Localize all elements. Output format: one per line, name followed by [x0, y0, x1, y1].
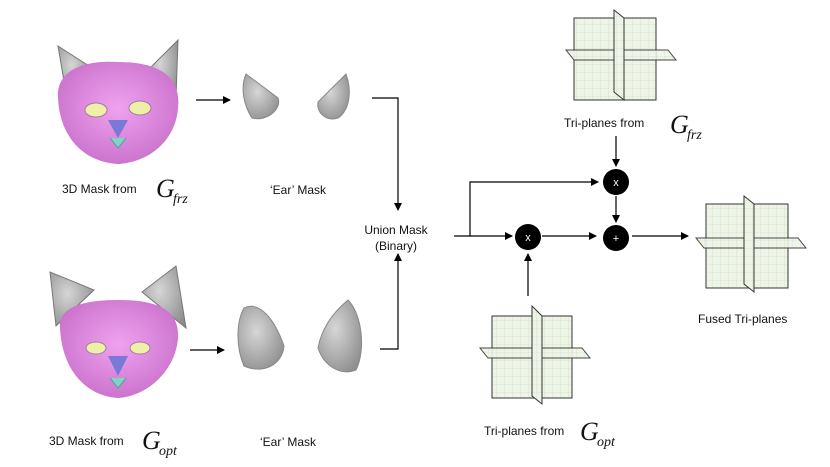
multiply-node-top-label: x	[613, 177, 619, 189]
triplanes-opt-sub: opt	[597, 435, 616, 450]
ear-mask-top-label: ‘Ear’ Mask	[270, 183, 327, 197]
triplanes-opt-label: Tri-planes from	[484, 424, 564, 438]
ear-mask-opt-icon	[237, 299, 362, 373]
multiply-node-bottom-label: x	[525, 232, 531, 244]
fused-triplanes-label: Fused Tri-planes	[698, 312, 787, 326]
connector-lines	[190, 96, 689, 354]
mask-frz-label: 3D Mask from	[62, 182, 137, 196]
ear-mask-bottom-label: ‘Ear’ Mask	[260, 435, 317, 449]
mask-opt-label: 3D Mask from	[49, 434, 124, 448]
triplanes-frz-icon	[564, 8, 678, 102]
add-node: +	[603, 225, 629, 251]
multiply-node-top: x	[603, 169, 629, 195]
triplanes-frz-sub: frz	[687, 128, 702, 143]
mask-opt-g: G	[142, 426, 161, 455]
mask-opt-sub: opt	[159, 444, 178, 459]
multiply-node-bottom: x	[515, 224, 541, 250]
cat-mask-frz-icon	[57, 38, 179, 165]
ear-mask-frz-icon	[242, 73, 350, 120]
triplanes-opt-icon	[478, 304, 592, 406]
mask-frz-sub: frz	[173, 192, 188, 207]
triplanes-opt-g: G	[580, 417, 599, 446]
add-node-label: +	[613, 233, 619, 245]
triplanes-frz-label: Tri-planes from	[564, 116, 644, 130]
triplanes-frz-g: G	[670, 110, 689, 139]
fused-triplanes-icon	[694, 194, 808, 294]
union-mask-sublabel: (Binary)	[375, 239, 417, 253]
cat-mask-opt-icon	[49, 265, 187, 398]
union-mask-label: Union Mask	[364, 223, 428, 237]
mask-frz-g: G	[156, 174, 175, 203]
